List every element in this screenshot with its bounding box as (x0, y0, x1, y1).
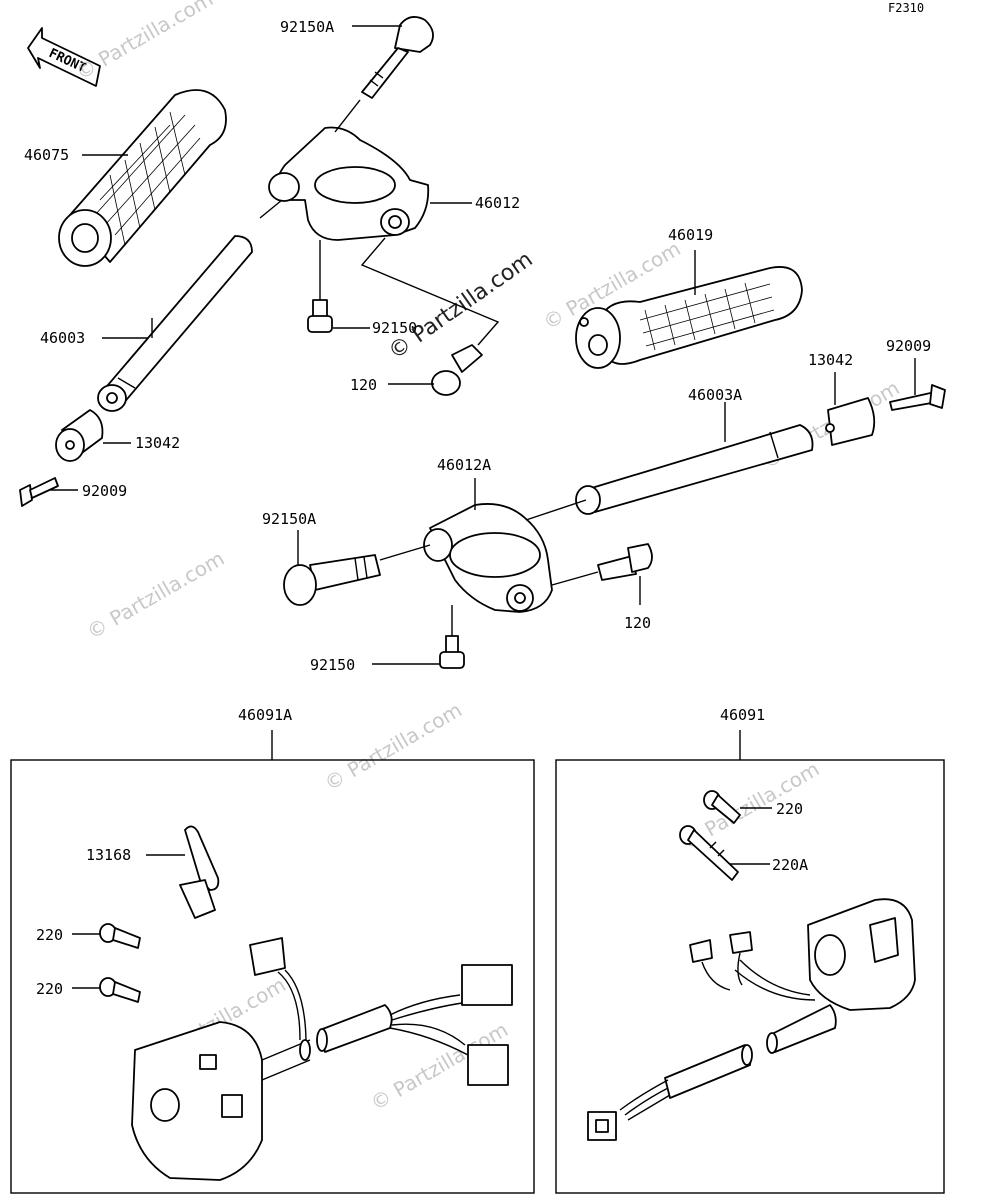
right-switch-housing (689, 898, 916, 1054)
switch-box-46091 (555, 730, 945, 1194)
grip-46075 (58, 89, 227, 267)
switch-box-46091A (10, 730, 535, 1194)
left-wire-harness (249, 937, 513, 1086)
label-46012A: 46012A (437, 456, 491, 474)
label-92150A-top: 92150A (280, 18, 334, 36)
label-46003: 46003 (40, 329, 85, 347)
right-wire-harness (587, 1044, 753, 1141)
label-92009-left: 92009 (82, 482, 127, 500)
clamp-46012 (268, 126, 430, 241)
bar-46003A (575, 424, 814, 515)
label-220-right: 220 (776, 800, 803, 818)
bolt-120-bottom (597, 543, 653, 581)
spacer-13042-right (825, 397, 876, 446)
label-46003A: 46003A (688, 386, 742, 404)
part-labels: 92150A 46075 46012 46019 46003 92150 120… (24, 18, 931, 998)
label-13042-left: 13042 (135, 434, 180, 452)
bar-46003 (97, 235, 253, 412)
left-switch-housing (131, 1021, 311, 1181)
watermark: © Partzilla.com (71, 0, 217, 85)
leader-lines-middle (297, 250, 916, 665)
label-46091: 46091 (720, 706, 765, 724)
label-92150-bottom: 92150 (310, 656, 355, 674)
label-46091A: 46091A (238, 706, 292, 724)
screw-220-left-b (99, 977, 141, 1003)
lever-13168 (179, 825, 220, 919)
spacer-13042-left (55, 409, 104, 462)
screw-220A-right (679, 825, 739, 881)
bolt-92150-top (307, 299, 333, 333)
clamp-46012A (423, 503, 553, 613)
label-220-b: 220 (36, 980, 63, 998)
bolt-92150A-top (361, 16, 434, 99)
bolt-92150A-bottom (283, 554, 381, 606)
grip-46019 (575, 266, 803, 369)
label-92150A-bottom: 92150A (262, 510, 316, 528)
label-120-bottom: 120 (624, 614, 651, 632)
screw-92009-right (889, 384, 946, 411)
leader-lines-lower (72, 807, 772, 989)
figure-code: F2310 (888, 1, 924, 15)
label-46075: 46075 (24, 146, 69, 164)
label-92150-top: 92150 (372, 319, 417, 337)
leader-lines-top (50, 25, 500, 491)
watermark: © Partzilla.com (320, 697, 466, 795)
screw-92009-left (19, 477, 59, 507)
label-220A-right: 220A (772, 856, 808, 874)
label-220-a: 220 (36, 926, 63, 944)
screw-220-left-a (99, 923, 141, 949)
watermark: © Partzilla.com (83, 546, 229, 644)
label-46012: 46012 (475, 194, 520, 212)
bolt-120-top (431, 344, 483, 396)
screw-220-right (703, 790, 741, 824)
bolt-92150-bottom (439, 635, 465, 669)
label-13042-right: 13042 (808, 351, 853, 369)
label-46019: 46019 (668, 226, 713, 244)
label-120-top: 120 (350, 376, 377, 394)
label-13168: 13168 (86, 846, 131, 864)
label-92009-right: 92009 (886, 337, 931, 355)
